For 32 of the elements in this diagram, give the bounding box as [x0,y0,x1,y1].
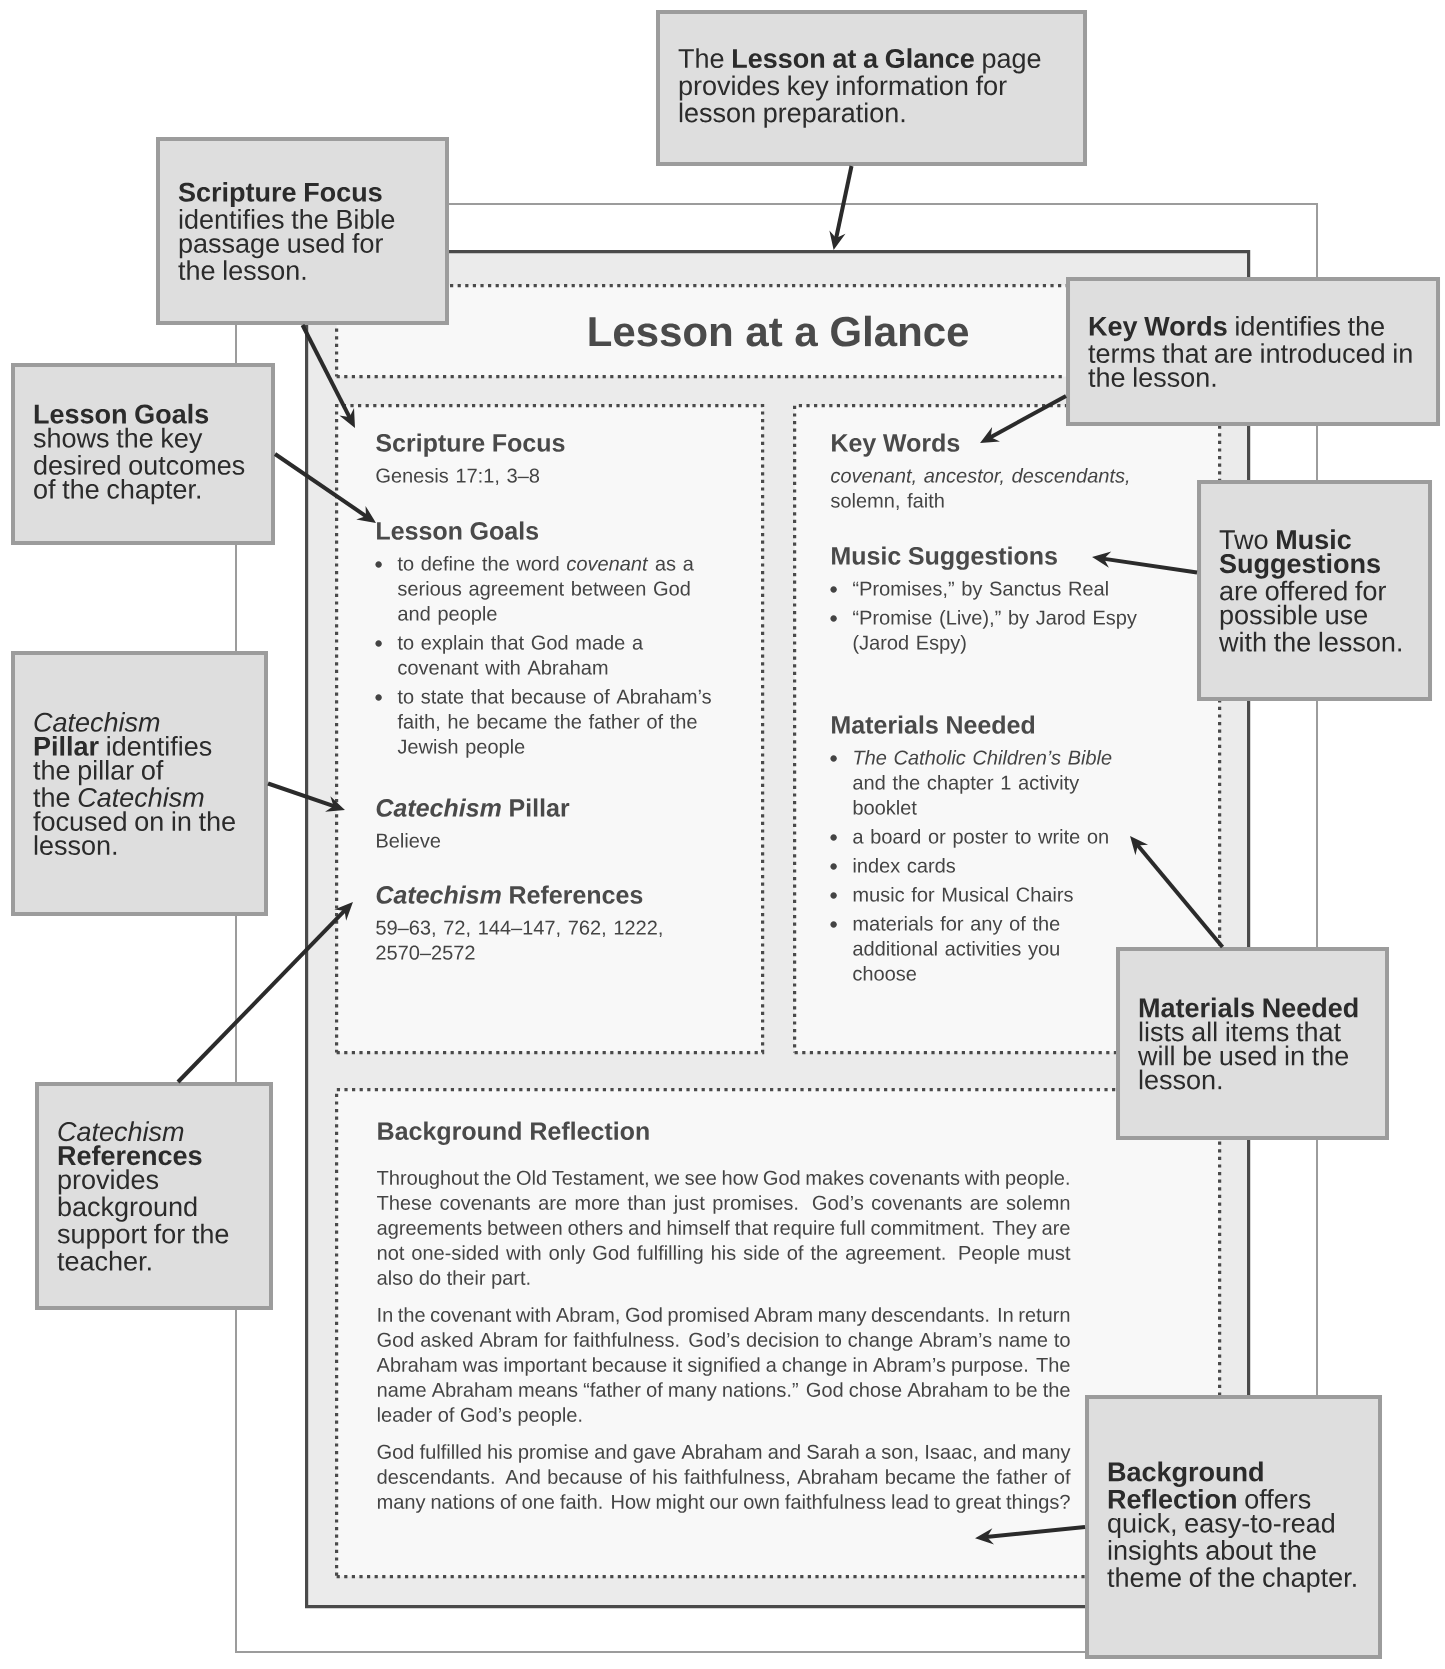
callout-box: Materials Needed lists all items that will be used in the lesson. [1116,947,1389,1140]
list-item: to state that because of Abraham’s faith, he became the father of the Jewish people [397,689,711,758]
section-heading: Catechism Pillar [376,798,570,817]
body-text: Genesis 17:1, 3–8 [376,468,540,486]
paragraph: Throughout the Old Testament, we see how God makes covenants with people. These covenants are more than just promises. God’s covenants are solemn agreements between others and himself that require full commitment. They are not one-sided with only God fulfilling his side of the agreement. People must also do their part. [377,1170,1071,1289]
callout-box: Scripture Focus identifies the Bible passage used for the lesson. [156,137,449,325]
callout-box: Catechism References provides background support for the teacher. [35,1082,273,1310]
section-heading: Catechism References [376,885,643,904]
callout-box: Two Music Suggestions are offered for possible use with the lesson. [1197,480,1432,701]
section-heading: Materials Needed [832,715,1035,734]
callout-box: Catechism Pillar identifies the pillar of the Catechism focused on in the lesson. [11,651,268,916]
callout-box: The Lesson at a Glance page provides key information for lesson preparation. [656,10,1087,166]
list-item: a board or poster to write on [853,829,1108,848]
body-text: Believe [377,833,441,848]
section-heading: Key Words [832,433,960,457]
section-heading: Background Reflection [378,1121,649,1146]
callout-box: Lesson Goals shows the key desired outcomes of the chapter. [11,363,275,545]
body-text: 59–63, 72, 144–147, 762, 1222, 2570–2572 [376,920,662,960]
list-item: index cards [853,858,956,873]
section-heading: Lesson Goals [377,521,539,540]
callout-box: Key Words identifies the terms that are introduced in the lesson. [1066,277,1440,426]
paragraph: God fulfilled his promise and gave Abraham and Sarah a son, Isaac, and many descendants. And because of his faithfulness, Abraham became the father of many nations of one faith. How might our own faithfulness lead to great things? [377,1444,1071,1513]
section-heading: Scripture Focus [376,433,565,457]
list-item: materials for any of the additional activities you choose [853,916,1060,981]
callout-box: Background Reflection offers quick, easy-to-read insights about the theme of the chapter. [1085,1395,1382,1659]
paragraph: In the covenant with Abram, God promised Abram many descendants. In return God asked Abram for faithfulness. God’s decision to change Abram’s name to Abraham was important because it signified a change in Abram’s purpose. The name Abraham means “father of many nations.” God chose Abraham to be the leader of God’s people. [376,1307,1070,1426]
list-item: music for Musical Chairs [853,887,1073,902]
list-item: “Promises,” by Sanctus Real [853,581,1108,600]
panel-frame [335,404,765,1055]
body-text: covenant, ancestor, descendants, solemn, faith [831,468,1129,511]
list-item: “Promise (Live),” by Jarod Espy (Jarod Espy) [853,610,1137,654]
section-heading: Music Suggestions [832,546,1057,570]
